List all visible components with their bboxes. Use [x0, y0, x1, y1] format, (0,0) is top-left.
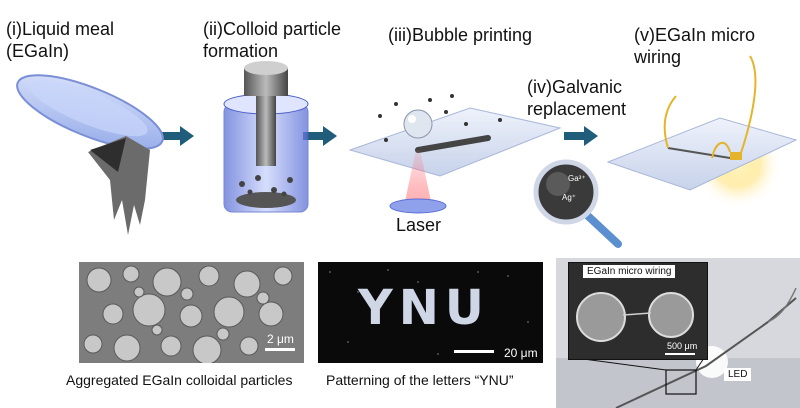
ynu-noise [318, 262, 543, 363]
inset-image: EGaIn micro wiring 500 μm [568, 262, 708, 360]
colloid-vial-icon [223, 61, 309, 213]
step-1-line-2: (EGaIn) [6, 41, 70, 61]
magnifier-icon [533, 159, 622, 248]
ag-ion-label: Ag⁺ [562, 193, 577, 202]
step-4-line-1: (iv)Galvanic [527, 77, 623, 97]
ynu-micrograph: YNU 20 μm [318, 262, 543, 363]
ynu-letters: YNU [358, 280, 490, 336]
flow-arrow-2-icon [303, 126, 337, 146]
step-5-line-1: (v)EGaIn micro [634, 25, 756, 45]
sem-scale-label: 2 μm [267, 332, 294, 346]
step-2-title: (ii)Colloid particle formation [203, 18, 341, 62]
inset-scale-label: 500 μm [667, 341, 698, 351]
sem-caption: Aggregated EGaIn colloidal particles [66, 372, 293, 388]
ynu-scale-label: 20 μm [504, 346, 538, 360]
step-3-title: (iii)Bubble printing [388, 25, 533, 45]
step-5-title: (v)EGaIn micro wiring [634, 24, 755, 68]
flow-arrow-1-icon [160, 126, 194, 146]
flow-arrow-3-icon [564, 126, 598, 146]
micro-wiring-icon [606, 55, 798, 209]
inset-title: EGaIn micro wiring [583, 265, 676, 278]
sem-micrograph: 2 μm [79, 262, 304, 363]
step-1-line-1: (i)Liquid meal [6, 19, 115, 39]
ga-ion-label: Ga³⁺ [568, 174, 586, 183]
step-4-title: (iv)Galvanic replacement [527, 76, 626, 120]
liquid-metal-dish-icon [16, 74, 164, 235]
led-label: LED [724, 368, 752, 381]
step-1-title: (i)Liquid meal (EGaIn) [6, 18, 114, 62]
bubble-printing-icon [348, 94, 562, 214]
step-4-line-2: replacement [527, 99, 627, 119]
step-5-line-2: wiring [634, 47, 682, 67]
step-2-line-2: formation [203, 41, 279, 61]
step-2-line-1: (ii)Colloid particle [203, 19, 342, 39]
led-photo: EGaIn micro wiring 500 μm LED [556, 258, 800, 408]
laser-label: Laser [396, 215, 442, 235]
inset-art [569, 263, 707, 359]
sem-particles [79, 262, 304, 363]
process-illustration [16, 55, 798, 248]
ynu-caption: Patterning of the letters “YNU” [326, 372, 514, 388]
